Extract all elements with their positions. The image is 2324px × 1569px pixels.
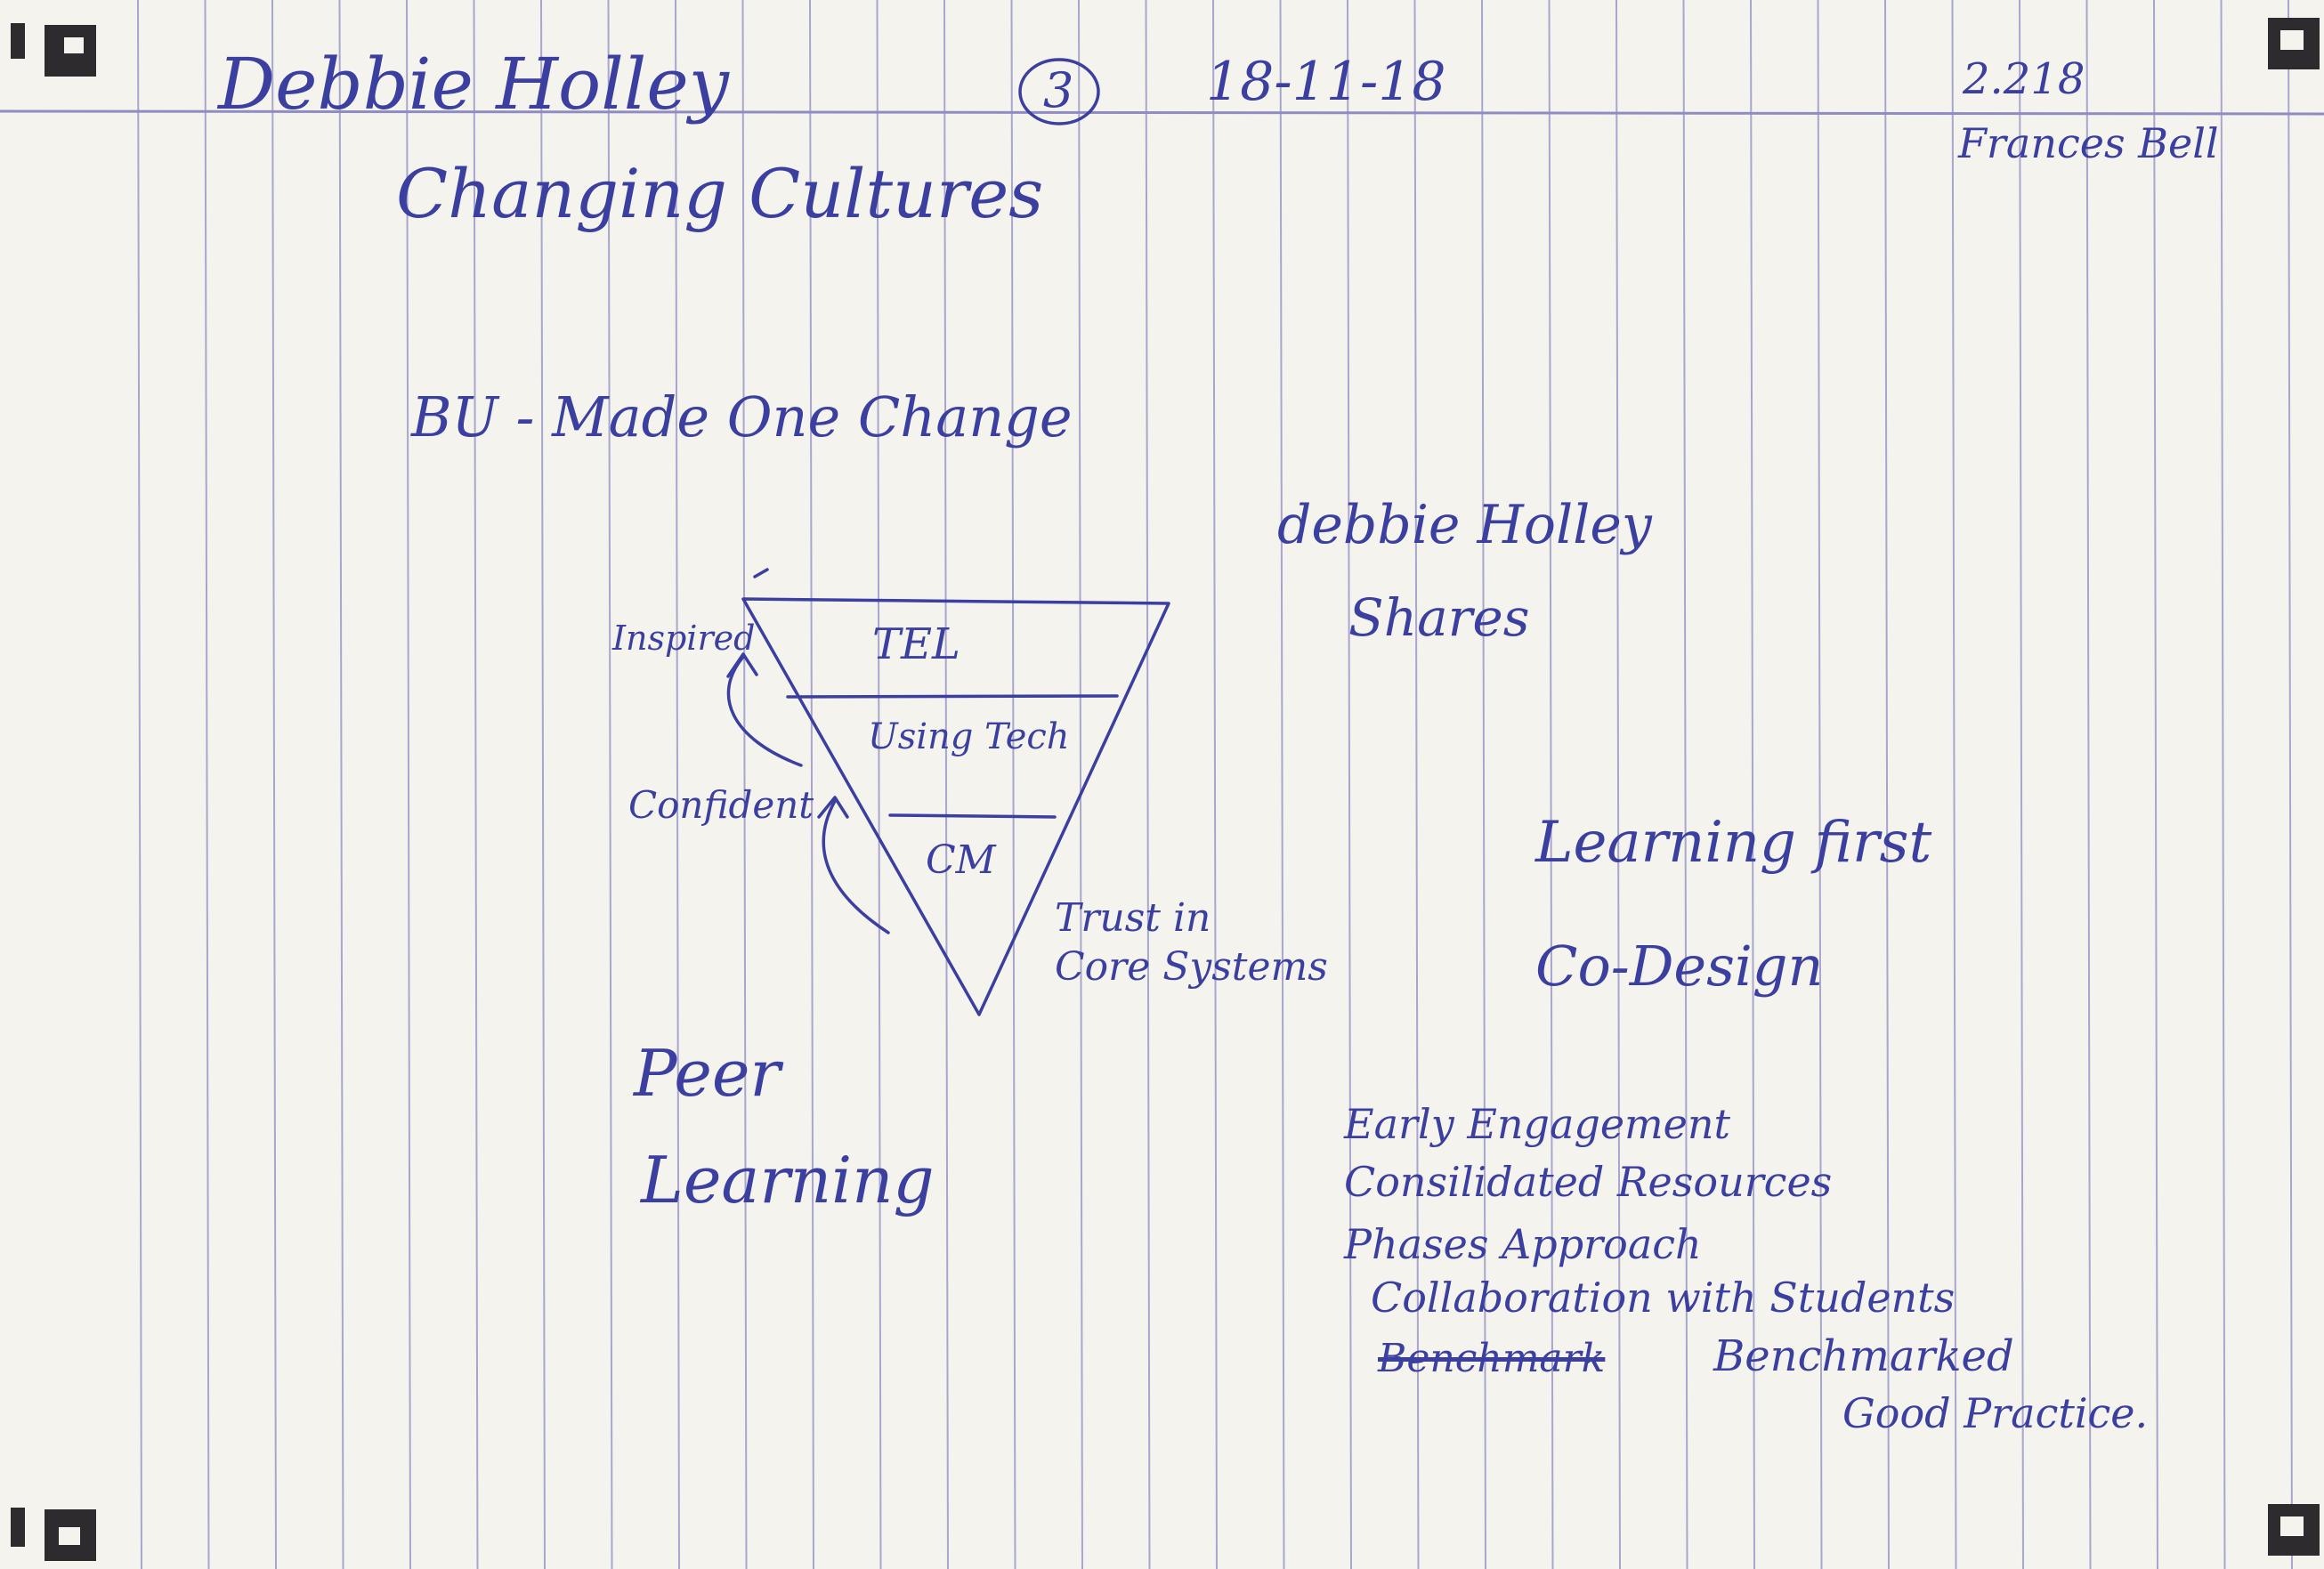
corner-marker-tick-top-left xyxy=(11,23,25,59)
header-rule xyxy=(0,109,2324,116)
corner-marker-bottom-right xyxy=(2268,1504,2320,1556)
vertical-rule xyxy=(338,0,344,1569)
vertical-rule xyxy=(473,0,479,1569)
vertical-rule xyxy=(1413,0,1420,1569)
vertical-rule xyxy=(1212,0,1218,1569)
vertical-rule xyxy=(137,0,142,1569)
vertical-rule xyxy=(540,0,546,1569)
corner-marker-top-right xyxy=(2268,18,2320,69)
vertical-rule xyxy=(1548,0,1554,1569)
date: 18-11-18 xyxy=(1206,51,1446,113)
room-number: 2.218 xyxy=(1963,54,2085,104)
list-item: Phases Approach xyxy=(1344,1220,1702,1268)
struck-word: Benchmark xyxy=(1378,1336,1606,1381)
arrow-cm-to-confident xyxy=(822,799,890,934)
subtitle: BU - Made One Change xyxy=(411,384,1073,449)
vertical-rule xyxy=(2019,0,2024,1569)
arrowhead-inspired xyxy=(726,652,758,678)
note-shares: Shares xyxy=(1348,587,1530,648)
vertical-rule xyxy=(809,0,814,1569)
vertical-rule xyxy=(1682,0,1688,1569)
note-co-design: Co-Design xyxy=(1535,934,1824,999)
note-name: debbie Holley xyxy=(1277,494,1652,556)
vertical-rule xyxy=(1615,0,1621,1569)
vertical-rule xyxy=(943,0,949,1569)
vertical-rule xyxy=(204,0,210,1569)
vertical-rule xyxy=(2085,0,2092,1569)
vertical-rule xyxy=(1078,0,1083,1569)
author-name: Frances Bell xyxy=(1958,119,2219,167)
label-core-systems: Core Systems xyxy=(1055,944,1328,990)
vertical-rule xyxy=(271,0,277,1569)
vertical-rule xyxy=(1951,0,1957,1569)
vertical-rule xyxy=(1481,0,1486,1569)
list-item: Collaboration with Students xyxy=(1371,1274,1956,1322)
pyramid-outline xyxy=(741,597,1170,1016)
vertical-rule xyxy=(1750,0,1755,1569)
vertical-rule xyxy=(2153,0,2158,1569)
vertical-rule xyxy=(1817,0,1823,1569)
vertical-rule xyxy=(1279,0,1285,1569)
vertical-rule xyxy=(2220,0,2226,1569)
list-item: Early Engagement xyxy=(1344,1100,1731,1148)
vertical-rule xyxy=(741,0,748,1569)
corner-marker-top-left xyxy=(45,25,96,77)
label-inspired: Inspired xyxy=(612,619,756,658)
pyramid-level-tel: TEL xyxy=(872,619,960,669)
vertical-rule xyxy=(1884,0,1890,1569)
speaker-name: Debbie Holley xyxy=(218,43,729,125)
vertical-rule xyxy=(2288,0,2293,1569)
list-item: Consilidated Resources xyxy=(1344,1158,1833,1206)
label-trust-in: Trust in xyxy=(1055,895,1211,941)
vertical-rule xyxy=(406,0,411,1569)
page-title: Changing Cultures xyxy=(396,154,1044,233)
pyramid-tick xyxy=(753,568,769,578)
arrow-confident-to-inspired xyxy=(726,655,803,767)
pyramid-level-cm: CM xyxy=(926,837,996,883)
vertical-rule xyxy=(675,0,680,1569)
pyramid-divider-2 xyxy=(888,813,1057,819)
list-item-good-practice: Good Practice. xyxy=(1842,1389,2149,1437)
vertical-rule xyxy=(1347,0,1352,1569)
peer-line-1: Peer xyxy=(634,1036,781,1111)
label-confident: Confident xyxy=(628,783,814,827)
vertical-rule xyxy=(607,0,613,1569)
note-learning-first: Learning first xyxy=(1535,810,1932,876)
session-number-circle xyxy=(1018,58,1100,125)
vertical-rule xyxy=(876,0,882,1569)
arrowhead-confident xyxy=(817,796,849,819)
peer-line-2: Learning xyxy=(641,1143,935,1217)
pyramid-divider-1 xyxy=(786,694,1119,699)
session-number: 3 xyxy=(1043,62,1074,118)
corner-marker-tick-bottom-left xyxy=(11,1508,25,1547)
list-item-benchmarked: Benchmarked xyxy=(1713,1331,2014,1381)
corner-marker-bottom-left xyxy=(45,1509,96,1561)
vertical-rule xyxy=(1145,0,1151,1569)
pyramid-level-using-tech: Using Tech xyxy=(868,716,1070,757)
vertical-rule xyxy=(1010,0,1016,1569)
